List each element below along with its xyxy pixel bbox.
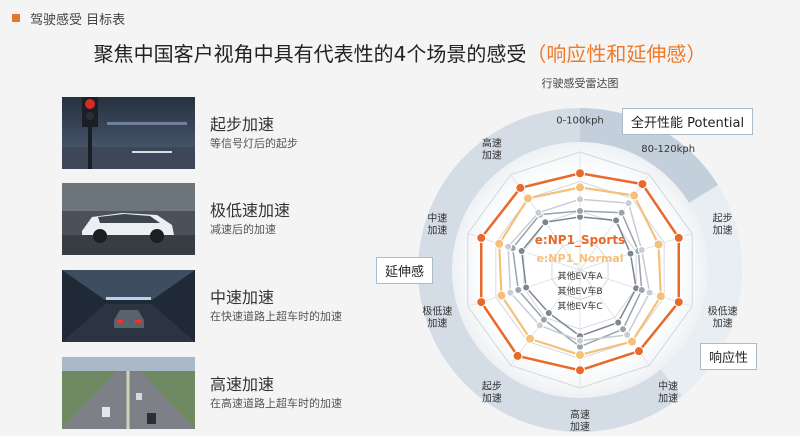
axis-label-6: 起步加速 <box>482 380 502 404</box>
series-point-2-1 <box>624 199 633 208</box>
page-title-main: 聚焦中国客户视角中具有代表性的4个场景的感受 <box>93 42 527 66</box>
series-point-3-1 <box>617 208 626 217</box>
series-point-1-0 <box>575 182 585 193</box>
scene-mid-speed: 中速加速 在快速道路上超车时的加速 <box>62 270 362 342</box>
series-point-1-2 <box>653 239 664 250</box>
legend-entry-4: 其他EV车C <box>557 300 602 312</box>
series-point-0-3 <box>673 297 684 308</box>
series-point-1-3 <box>655 291 666 302</box>
series-point-2-9 <box>534 208 543 217</box>
radar-legend: e:NP1_Sports e:NP1_Normal 其他EV车A 其他EV车B 其他EV… <box>535 233 625 312</box>
series-point-4-7 <box>522 283 531 292</box>
chart-title: 行驶感受雷达图 <box>541 77 619 90</box>
axis-label-0: 0-100kph <box>556 116 604 127</box>
callout-extension: 延伸感 <box>376 257 434 284</box>
series-point-1-5 <box>575 349 585 360</box>
scene-mid-speed-name: 中速加速 <box>210 288 275 307</box>
series-point-4-4 <box>614 318 623 327</box>
axis-label-7: 极低速加速 <box>422 304 452 329</box>
scene-launch-name: 起步加速 <box>210 115 275 134</box>
series-point-3-0 <box>576 207 584 215</box>
axis-label-8: 中速加速 <box>427 212 447 237</box>
series-point-4-6 <box>544 308 553 317</box>
axis-label-9: 高速加速 <box>482 137 502 162</box>
radar-axis-labels: 0-100kph80-120kph起步加速极低速加速中速加速高速加速起步加速极低… <box>422 116 737 434</box>
series-point-4-2 <box>626 249 635 258</box>
legend-entry-0: e:NP1_Sports <box>535 233 625 248</box>
series-point-0-2 <box>673 232 684 243</box>
series-point-0-5 <box>575 365 585 376</box>
axis-label-1: 80-120kph <box>641 144 695 155</box>
series-point-2-5 <box>576 336 584 345</box>
series-point-3-3 <box>637 286 646 295</box>
header: 驾驶感受 目标表 <box>0 0 800 36</box>
series-point-0-1 <box>637 179 648 190</box>
scene-very-low-speed: 极低速加速 减速后的加速 <box>62 183 362 255</box>
axis-label-5: 高速加速 <box>570 408 590 433</box>
series-point-1-1 <box>629 190 640 201</box>
series-point-3-7 <box>514 286 523 295</box>
series-point-1-7 <box>496 290 507 301</box>
page-title: 聚焦中国客户视角中具有代表性的4个场景的感受（响应性和延伸感） <box>0 38 800 67</box>
series-point-0-4 <box>633 346 644 357</box>
series-point-1-4 <box>627 336 638 347</box>
series-point-2-7 <box>506 288 515 297</box>
series-point-3-4 <box>619 325 628 334</box>
radar-series <box>476 168 684 376</box>
series-point-1-6 <box>525 333 536 344</box>
series-point-0-8 <box>476 232 487 243</box>
axis-label-2: 起步加速 <box>713 213 733 237</box>
callout-potential: 全开性能 Potential <box>622 108 754 135</box>
series-point-0-9 <box>515 182 526 193</box>
scene-very-low-speed-desc: 减速后的加速 <box>210 223 276 236</box>
series-point-2-0 <box>576 195 584 204</box>
legend-entry-2: 其他EV车A <box>557 270 603 282</box>
page-title-highlight: （响应性和延伸感） <box>526 42 707 66</box>
series-point-2-2 <box>637 245 646 254</box>
callout-response: 响应性 <box>700 343 758 370</box>
scene-launch: 起步加速 等信号灯后的起步 <box>62 97 362 169</box>
series-point-2-3 <box>645 288 654 297</box>
series-point-2-4 <box>623 330 632 339</box>
header-title: 驾驶感受 目标表 <box>30 13 126 28</box>
scene-high-speed-name: 高速加速 <box>210 375 275 394</box>
series-point-3-6 <box>539 315 548 324</box>
legend-entry-3: 其他EV车B <box>557 285 602 297</box>
series-point-1-9 <box>522 193 533 204</box>
series-point-0-0 <box>575 168 585 179</box>
legend-entry-1: e:NP1_Normal <box>536 252 623 265</box>
scene-high-speed: 高速加速 在高速道路上超车时的加速 <box>62 357 362 429</box>
scene-mid-speed-desc: 在快速道路上超车时的加速 <box>210 310 342 323</box>
scene-high-speed-image <box>62 357 195 429</box>
scene-launch-desc: 等信号灯后的起步 <box>210 137 298 150</box>
series-point-2-8 <box>504 242 513 251</box>
scene-very-low-speed-image <box>62 183 195 255</box>
axis-label-4: 中速加速 <box>658 379 678 404</box>
series-point-4-9 <box>541 218 550 227</box>
series-point-1-8 <box>494 238 505 249</box>
series-point-4-1 <box>612 216 621 225</box>
scene-launch-image <box>62 97 195 169</box>
series-point-2-6 <box>535 321 544 330</box>
scene-very-low-speed-name: 极低速加速 <box>210 201 291 220</box>
scene-high-speed-desc: 在高速道路上超车时的加速 <box>210 397 342 410</box>
scene-mid-speed-image <box>62 270 195 342</box>
series-point-0-6 <box>512 350 523 361</box>
series-point-0-7 <box>476 297 487 308</box>
axis-label-3: 极低速加速 <box>708 304 738 329</box>
series-point-4-8 <box>517 247 526 256</box>
header-tag <box>12 14 20 22</box>
